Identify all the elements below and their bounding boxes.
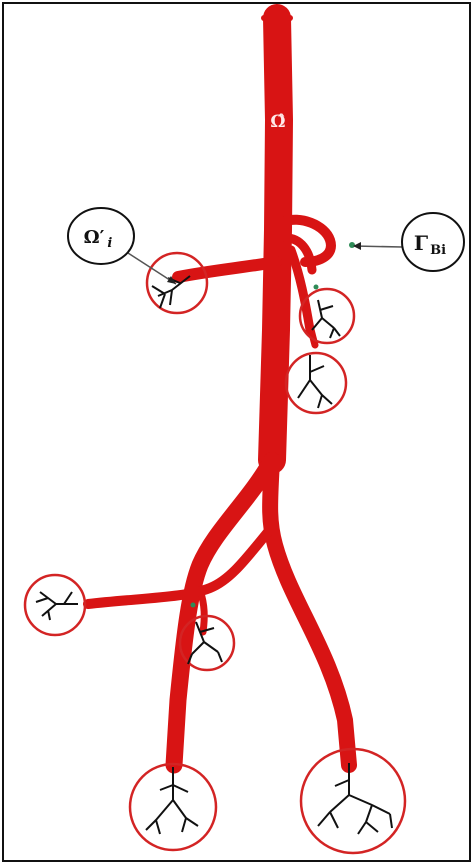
fractal-tree-icon [36, 592, 78, 620]
callout-omega-prime: Ω′i [68, 208, 176, 284]
gamma-text: Γ [414, 231, 428, 255]
terminal-circle [286, 353, 346, 413]
callout-arrow-line [354, 246, 402, 247]
terminal-region-right-mid [286, 353, 346, 413]
fractal-tree-icon [312, 300, 340, 338]
vessel-upper-left [178, 262, 276, 277]
gamma-subscript: Bi [430, 243, 446, 258]
terminal-region-upper-left [147, 253, 207, 313]
vessel-right-lower [270, 460, 349, 765]
omega-prime-subscript: i [107, 236, 112, 251]
terminal-region-bottom-left [130, 764, 216, 850]
fractal-tree-icon [298, 355, 332, 408]
vessel-left-lower [174, 460, 272, 765]
green-dot-icon [349, 242, 355, 248]
green-dot-icon [314, 285, 319, 290]
green-dot-icon [191, 603, 196, 608]
main-trunk [272, 18, 279, 460]
label-omega-hat: Ω̂ [270, 112, 285, 132]
fractal-tree-icon [146, 767, 198, 834]
omega-prime-text: Ω′ [84, 227, 105, 248]
callout-bubble [402, 213, 464, 271]
fractal-tree-icon [318, 763, 392, 834]
terminal-region-left [25, 575, 85, 635]
vessel-mid-stub [200, 590, 204, 632]
terminal-circle [147, 253, 207, 313]
vessel-crossing [88, 532, 268, 604]
